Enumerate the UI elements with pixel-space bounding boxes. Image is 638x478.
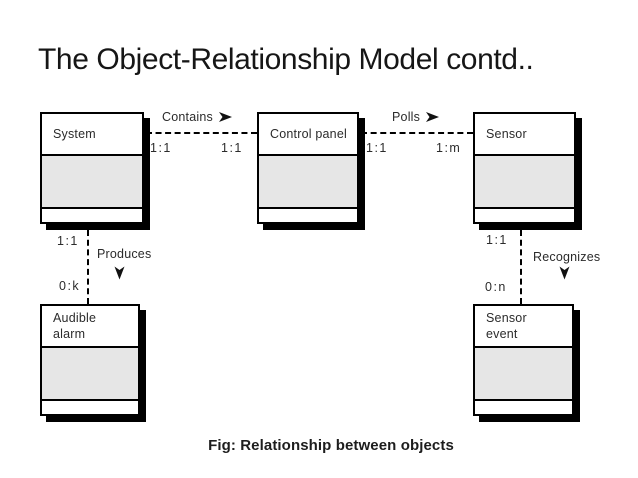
relationship-label-polls: Polls: [392, 110, 440, 124]
cardinality-contains-from: 1:1: [150, 141, 172, 155]
class-box-system: System: [40, 112, 144, 224]
relationship-label-recognizes: Recognizes: [533, 250, 601, 264]
operations-compartment: [475, 209, 574, 222]
operations-compartment: [259, 209, 357, 222]
connector-recognizes: [520, 230, 522, 304]
relationship-label-contains: Contains: [162, 110, 232, 124]
attributes-compartment: [259, 156, 357, 209]
class-name: System: [42, 114, 142, 156]
attributes-compartment: [42, 156, 142, 209]
attributes-compartment: [475, 348, 572, 401]
class-name: Audible alarm: [42, 306, 138, 348]
connector-produces: [87, 230, 89, 304]
connector-contains: [146, 132, 257, 134]
operations-compartment: [42, 209, 142, 222]
attributes-compartment: [475, 156, 574, 209]
class-box-sensor: Sensor: [473, 112, 576, 224]
class-name: Control panel: [259, 114, 357, 156]
arrow-right-icon: [218, 112, 232, 122]
cardinality-produces-to: 0:k: [59, 279, 81, 293]
arrow-down-icon: [559, 266, 570, 280]
connector-polls: [361, 132, 473, 134]
relationship-name: Contains: [162, 110, 213, 124]
class-name: Sensor: [475, 114, 574, 156]
class-name: Sensor event: [475, 306, 572, 348]
arrow-right-icon: [426, 112, 440, 122]
arrow-down-icon: [114, 266, 125, 280]
page-title: The Object-Relationship Model contd..: [38, 43, 534, 76]
operations-compartment: [42, 401, 138, 414]
class-box-control-panel: Control panel: [257, 112, 359, 224]
cardinality-contains-to: 1:1: [221, 141, 243, 155]
cardinality-produces-from: 1:1: [57, 234, 79, 248]
attributes-compartment: [42, 348, 138, 401]
class-box-audible-alarm: Audible alarm: [40, 304, 140, 416]
operations-compartment: [475, 401, 572, 414]
cardinality-polls-from: 1:1: [366, 141, 388, 155]
relationship-name: Polls: [392, 110, 421, 124]
cardinality-polls-to: 1:m: [436, 141, 462, 155]
figure-caption: Fig: Relationship between objects: [208, 437, 454, 454]
relationship-label-produces: Produces: [97, 247, 152, 261]
cardinality-recognizes-from: 1:1: [486, 233, 508, 247]
class-box-sensor-event: Sensor event: [473, 304, 574, 416]
cardinality-recognizes-to: 0:n: [485, 280, 507, 294]
